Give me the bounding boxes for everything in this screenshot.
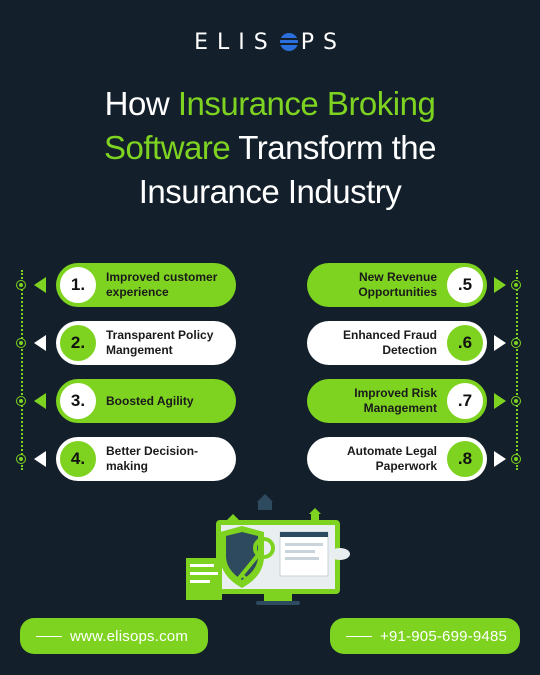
left-timeline-dot-2	[17, 339, 25, 347]
benefit-item-4: 4. Better Decision-making	[56, 437, 236, 481]
right-arrow-5	[494, 277, 506, 293]
headline-line-3: Insurance Industry	[0, 170, 540, 214]
benefit-number-5: .5	[445, 265, 485, 305]
benefit-label-7: Improved Risk Management	[354, 386, 437, 415]
benefit-item-3: 3. Boosted Agility	[56, 379, 236, 423]
phone-text: +91-905-699-9485	[380, 627, 508, 645]
benefit-number-3: 3.	[58, 381, 98, 421]
left-timeline-dot-4	[17, 455, 25, 463]
benefit-number-6: .6	[445, 323, 485, 363]
left-arrow-1	[34, 277, 46, 293]
website-text: www.elisops.com	[70, 627, 189, 645]
headline-highlight-1: Insurance Broking	[177, 85, 436, 122]
benefit-number-7: .7	[445, 381, 485, 421]
right-timeline-dot-6	[512, 339, 520, 347]
benefit-item-1: 1. Improved customer experience	[56, 263, 236, 307]
phone-button[interactable]: +91-905-699-9485	[330, 618, 520, 654]
benefit-label-5: New Revenue Opportunities	[358, 270, 437, 299]
logo-text-start: ELIS	[194, 30, 277, 55]
website-rule	[36, 635, 62, 637]
logo: ELIS PS	[0, 30, 540, 55]
headline-plain-1: How	[104, 85, 178, 122]
globe-icon	[279, 32, 299, 52]
right-arrow-7	[494, 393, 506, 409]
headline-plain-2: Transform the	[230, 129, 436, 166]
left-arrow-4	[34, 451, 46, 467]
right-timeline-dot-8	[512, 455, 520, 463]
website-button[interactable]: www.elisops.com	[20, 618, 208, 654]
right-timeline-dot-5	[512, 281, 520, 289]
headline-line-2: Software Transform the	[0, 126, 540, 170]
benefit-label-6: Enhanced Fraud Detection	[342, 328, 437, 357]
left-arrow-2	[34, 335, 46, 351]
left-timeline-dot-1	[17, 281, 25, 289]
headline: How Insurance Broking Software Transform…	[0, 82, 540, 214]
benefit-label-2: Transparent Policy Mangement	[106, 328, 214, 357]
benefit-item-8: Automate Legal Paperwork .8	[307, 437, 487, 481]
left-arrow-3	[34, 393, 46, 409]
benefit-number-2: 2.	[58, 323, 98, 363]
benefit-label-8: Automate Legal Paperwork	[346, 444, 437, 473]
right-arrow-8	[494, 451, 506, 467]
benefit-label-3: Boosted Agility	[106, 393, 194, 408]
headline-plain-3: Insurance Industry	[138, 173, 402, 210]
benefit-number-8: .8	[445, 439, 485, 479]
right-arrow-6	[494, 335, 506, 351]
right-timeline-dot-7	[512, 397, 520, 405]
benefit-label-1: Improved customer experience	[106, 270, 218, 299]
right-timeline-line	[516, 270, 518, 470]
headline-line-1: How Insurance Broking	[0, 82, 540, 126]
phone-rule	[346, 635, 372, 637]
insurance-software-illustration	[180, 492, 360, 612]
left-timeline-dot-3	[17, 397, 25, 405]
benefit-item-2: 2. Transparent Policy Mangement	[56, 321, 236, 365]
headline-highlight-2: Software	[104, 129, 231, 166]
benefit-item-7: Improved Risk Management .7	[307, 379, 487, 423]
benefit-number-1: 1.	[58, 265, 98, 305]
left-timeline-line	[21, 270, 23, 470]
logo-text-end: PS	[300, 30, 346, 55]
benefit-item-6: Enhanced Fraud Detection .6	[307, 321, 487, 365]
benefit-number-4: 4.	[58, 439, 98, 479]
benefit-label-4: Better Decision-making	[106, 444, 199, 473]
benefit-item-5: New Revenue Opportunities .5	[307, 263, 487, 307]
